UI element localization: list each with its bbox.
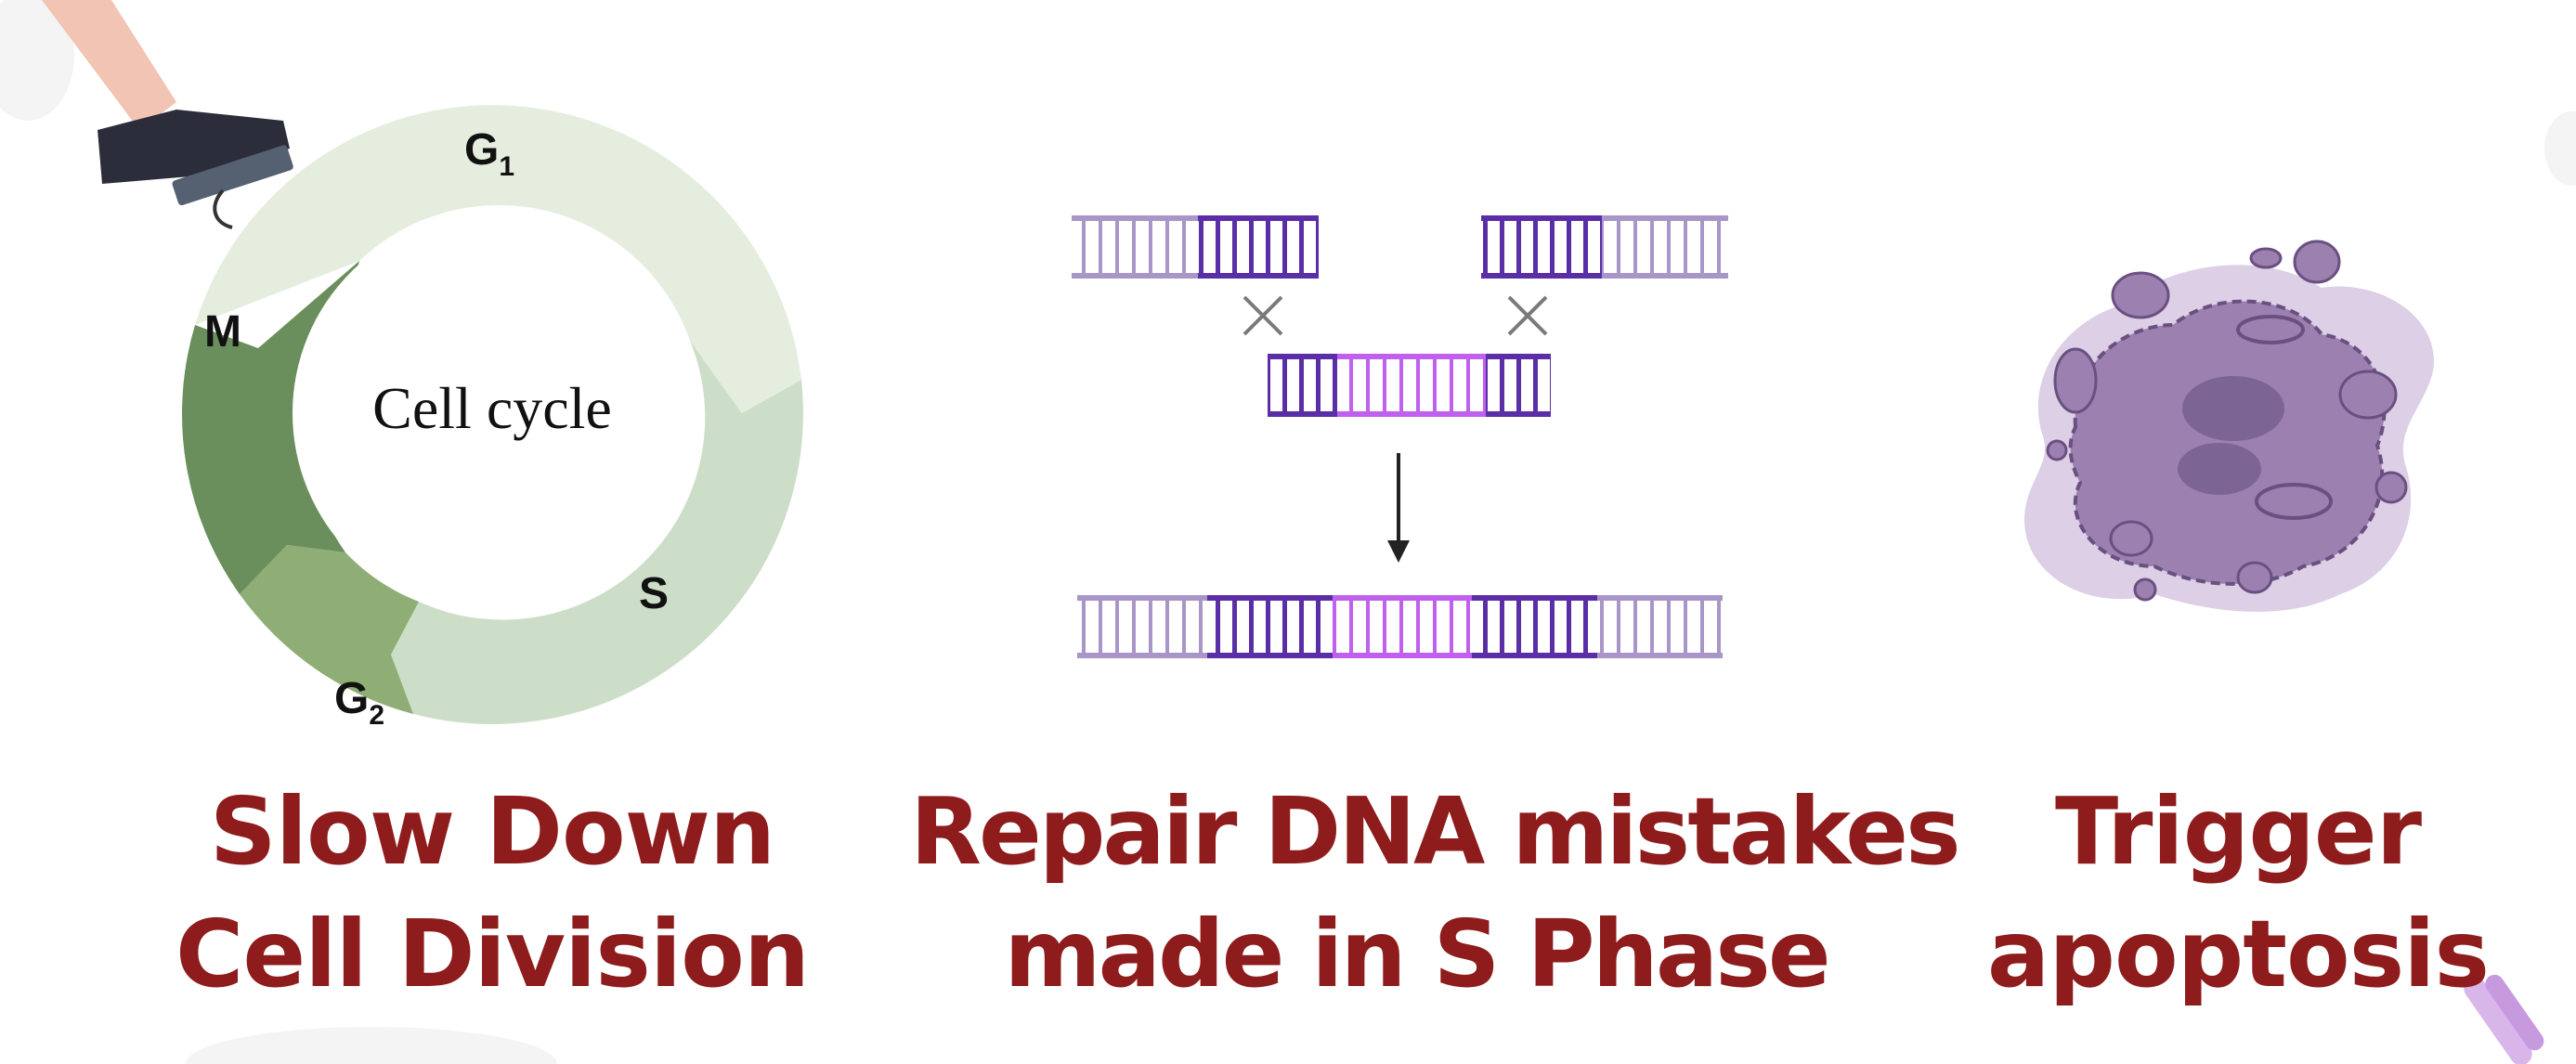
apoptotic-body bbox=[2109, 520, 2153, 557]
caption-repair-line2: made in S Phase bbox=[1004, 900, 1830, 1008]
pedal-cable-icon bbox=[213, 188, 233, 229]
apoptotic-body bbox=[2236, 561, 2273, 594]
apoptotic-body bbox=[2133, 577, 2157, 602]
dna-strand-top-left bbox=[1072, 215, 1319, 279]
apoptotic-body bbox=[2293, 240, 2341, 284]
cell-cycle-diagram: Cell cycle G1 S G2 M bbox=[181, 105, 803, 731]
crossover-mark-right bbox=[1507, 295, 1548, 336]
foot-pedal-icon bbox=[42, 0, 293, 229]
apoptotic-body bbox=[2374, 471, 2408, 504]
leg-icon bbox=[42, 0, 176, 130]
caption-apoptosis-line2: apoptosis bbox=[1986, 900, 2490, 1008]
down-arrow-icon bbox=[1387, 453, 1410, 563]
caption-repair: Repair DNA mistakes made in S Phase bbox=[910, 771, 1961, 1016]
caption-repair-line1: Repair DNA mistakes bbox=[910, 777, 1961, 886]
phase-label-g1: G1 bbox=[464, 125, 514, 182]
caption-slow-down-line1: Slow Down bbox=[209, 777, 775, 886]
caption-slow-down-line2: Cell Division bbox=[175, 900, 810, 1008]
pedal-icon bbox=[172, 145, 293, 206]
cell-cycle-center-label: Cell cycle bbox=[372, 375, 612, 441]
decor-blob-bottom-left bbox=[186, 1027, 557, 1064]
nucleus-fragment bbox=[2178, 443, 2261, 495]
apoptotic-body bbox=[2249, 247, 2283, 269]
s-segment bbox=[391, 341, 803, 724]
apoptotic-cell-icon bbox=[2024, 240, 2434, 612]
apoptotic-body bbox=[2338, 370, 2398, 420]
caption-apoptosis-line1: Trigger bbox=[2054, 777, 2422, 886]
cell-body bbox=[2068, 299, 2387, 586]
mitochondrion-icon bbox=[2255, 483, 2333, 520]
g2-segment bbox=[240, 545, 419, 714]
caption-slow-down: Slow Down Cell Division bbox=[121, 771, 864, 1016]
shoe-icon bbox=[98, 110, 290, 184]
mitochondrion-icon bbox=[2236, 315, 2305, 344]
apoptotic-body bbox=[2053, 347, 2098, 414]
dna-strand-top-right bbox=[1481, 215, 1728, 279]
dna-repair-diagram bbox=[1072, 215, 1728, 658]
decor-blob-right bbox=[2544, 111, 2576, 186]
phase-label-s: S bbox=[639, 569, 669, 618]
caption-apoptosis: Trigger apoptosis bbox=[1959, 771, 2517, 1016]
phase-label-m: M bbox=[204, 307, 241, 357]
g1-segment bbox=[195, 105, 801, 413]
apoptotic-body bbox=[2046, 439, 2068, 461]
crossover-mark-left bbox=[1242, 295, 1283, 336]
dna-strand-middle bbox=[1268, 354, 1551, 417]
phase-label-g2: G2 bbox=[334, 674, 384, 731]
cell-cycle-center bbox=[293, 214, 692, 613]
decor-blob-top-left bbox=[0, 0, 74, 121]
dna-strand-result bbox=[1077, 595, 1723, 658]
chromosome-decor bbox=[2464, 974, 2544, 1064]
apoptotic-body bbox=[2111, 271, 2170, 319]
nucleus-fragment bbox=[2182, 376, 2284, 441]
